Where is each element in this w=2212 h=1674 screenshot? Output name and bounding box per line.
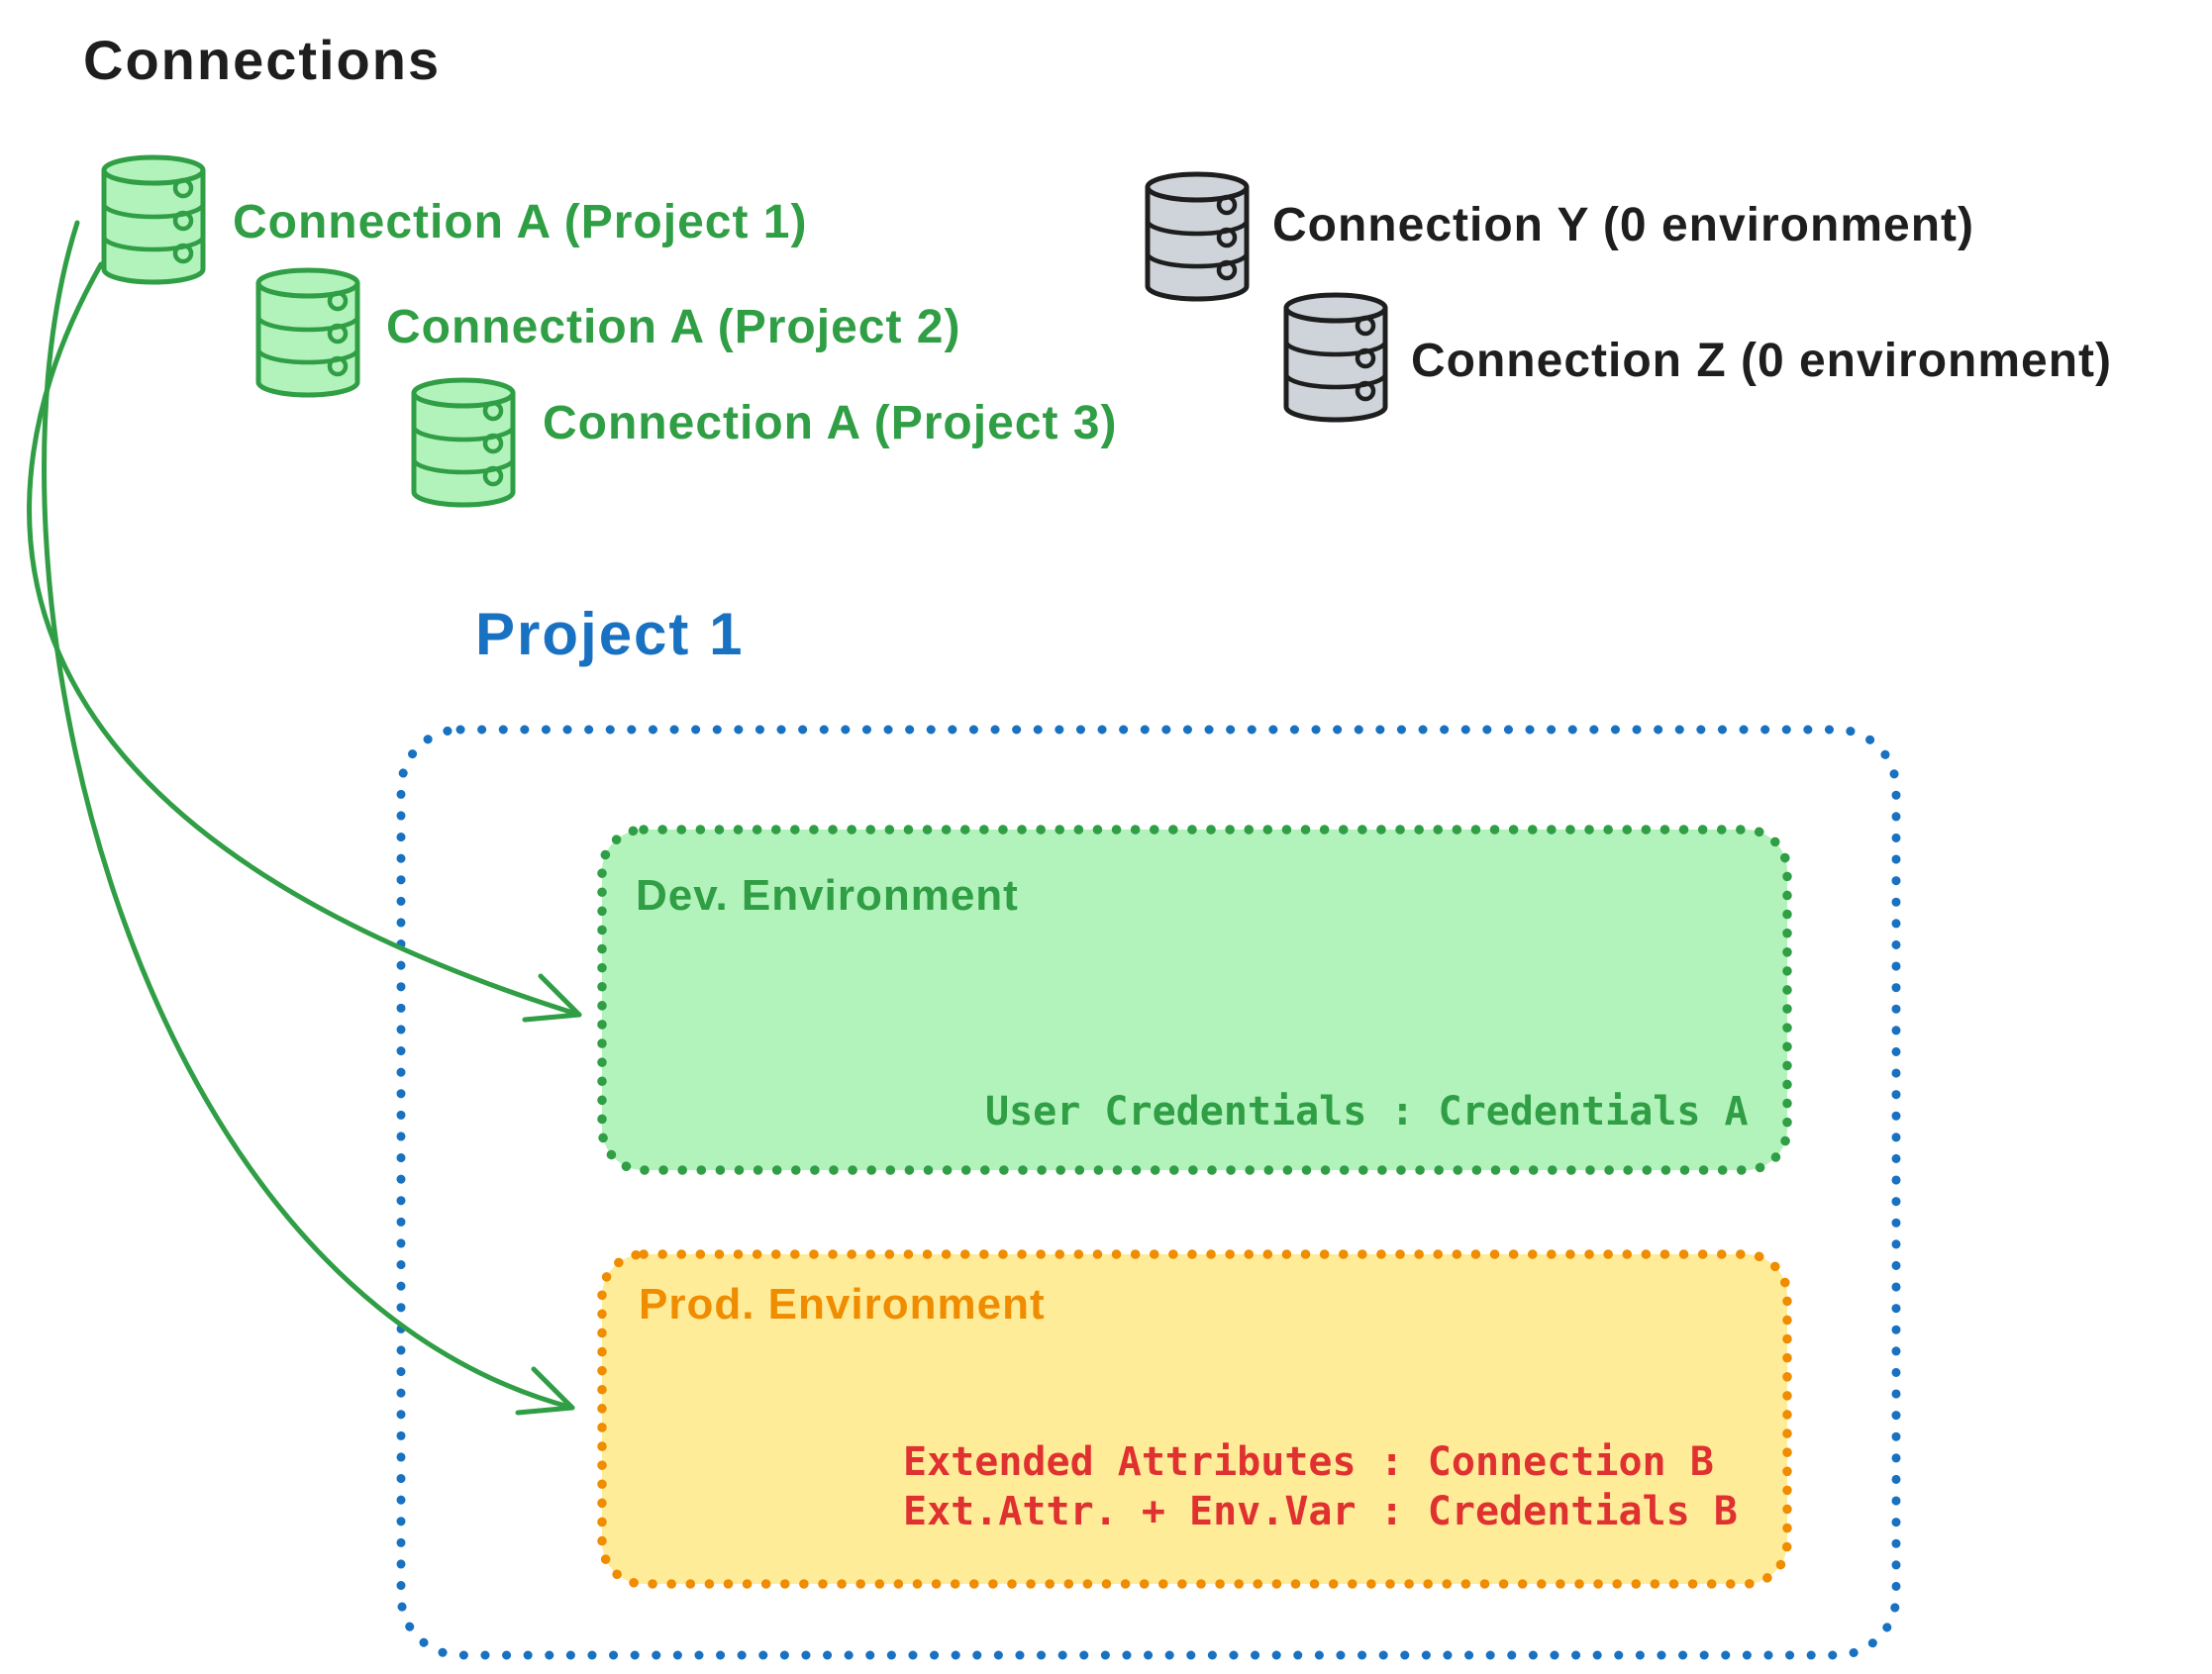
- dev-environment-title: Dev. Environment: [636, 871, 1019, 920]
- connection-z-label: Connection Z (0 environment): [1411, 335, 2113, 387]
- prod-environment-box: [597, 1249, 1792, 1589]
- connection-a-project-3-label: Connection A (Project 3): [543, 397, 1118, 449]
- prod-attributes-line-1: Extended Attributes : Connection B: [903, 1439, 1714, 1485]
- dev-credentials-line: User Credentials : Credentials A: [985, 1089, 1749, 1134]
- connection-y-label: Connection Y (0 environment): [1272, 199, 1974, 251]
- connections-title: Connections: [83, 29, 442, 91]
- prod-attributes-line-2: Ext.Attr. + Env.Var : Credentials B: [903, 1489, 1738, 1534]
- database-icon-connection-a-project-3: [414, 380, 513, 505]
- database-icon-connection-a-project-2: [258, 270, 357, 395]
- database-icon-connection-z: [1286, 295, 1385, 420]
- arrow-to-prod-environment: [42, 220, 575, 1416]
- project-1-title: Project 1: [475, 601, 745, 667]
- prod-attributes-lines: Extended Attributes : Connection B Ext.A…: [903, 1437, 1738, 1536]
- connection-a-project-2-label: Connection A (Project 2): [386, 301, 961, 353]
- database-icon-connection-y: [1148, 174, 1247, 299]
- dev-environment-box: [597, 825, 1792, 1175]
- project-1-box: [396, 725, 1901, 1660]
- prod-environment-title: Prod. Environment: [639, 1280, 1046, 1329]
- connection-a-project-1-label: Connection A (Project 1): [233, 196, 808, 248]
- database-icon-connection-a-project-1: [104, 157, 203, 282]
